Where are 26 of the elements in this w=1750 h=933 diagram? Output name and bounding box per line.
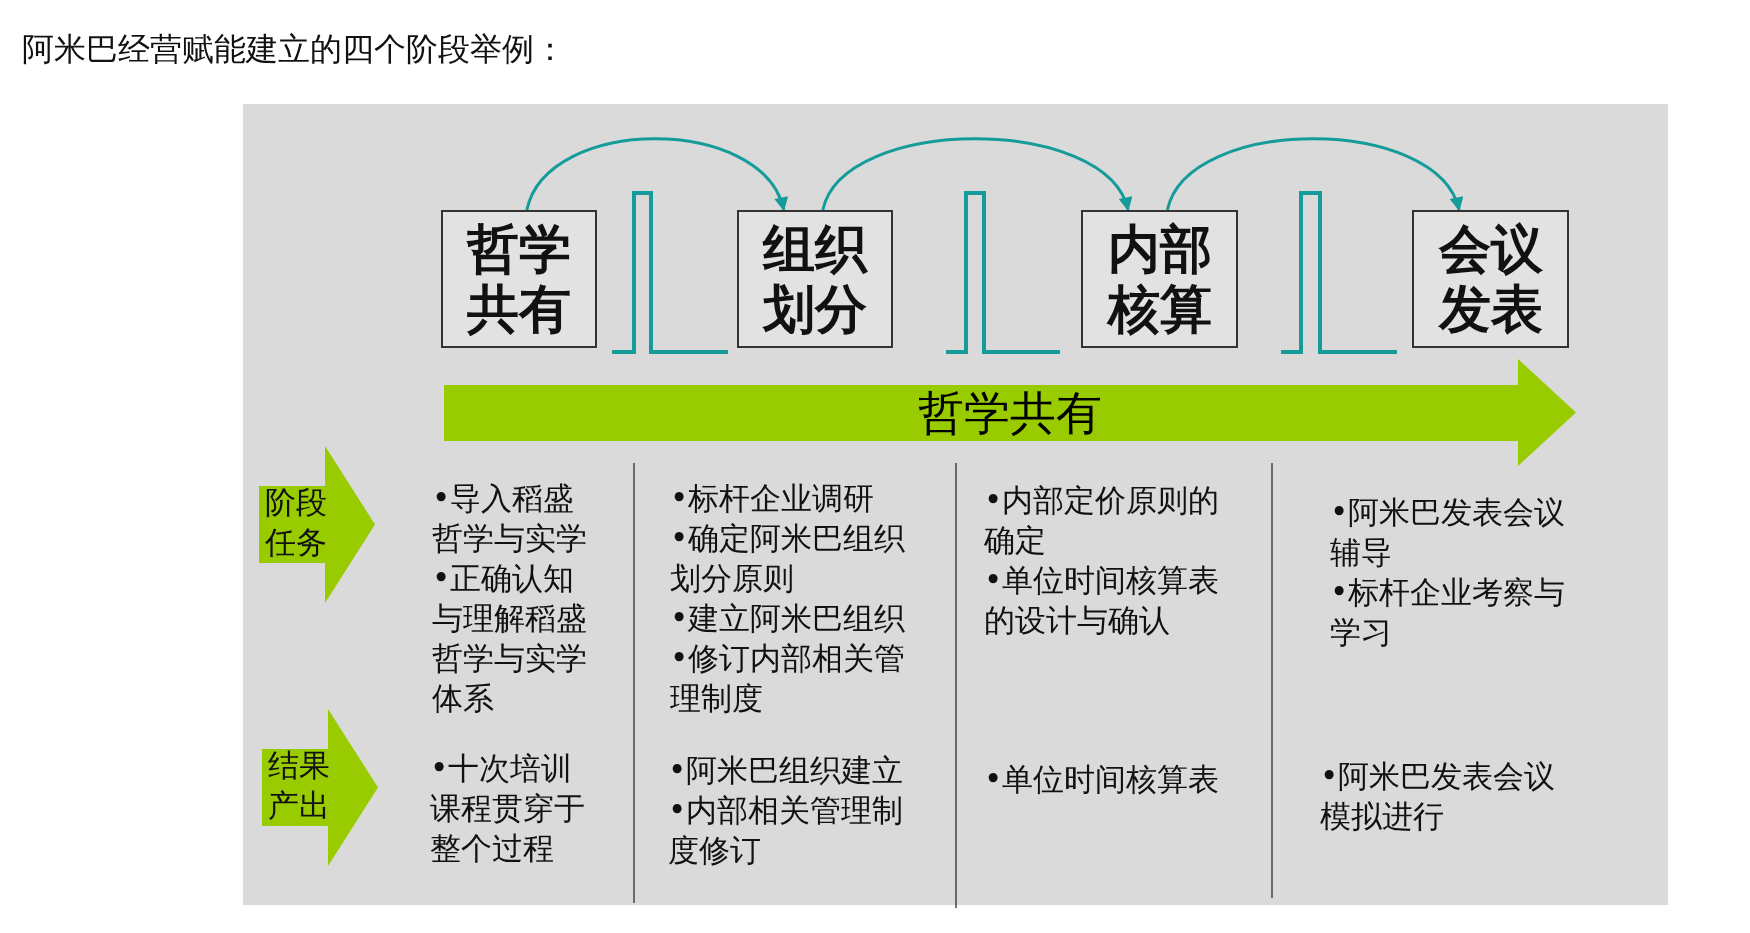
banner-arrow: 哲学共有 bbox=[444, 359, 1576, 466]
row-arrow: 阶段任务 bbox=[259, 446, 375, 603]
title: 阿米巴经营赋能建立的四个阶段举例： bbox=[22, 29, 566, 70]
bullet-item: •确定阿米巴组织划分原则 bbox=[670, 519, 907, 598]
bullet-item: •单位时间核算表的设计与确认 bbox=[984, 561, 1221, 640]
stage-box: 内部核算 bbox=[1081, 210, 1238, 348]
bullet-item: •单位时间核算表 bbox=[984, 760, 1221, 799]
row-arrow: 结果产出 bbox=[262, 709, 378, 866]
bullet-item: •修订内部相关管理制度 bbox=[670, 639, 907, 718]
bullet-item: •标杆企业考察与学习 bbox=[1330, 573, 1567, 652]
stage-box: 组织划分 bbox=[737, 210, 893, 348]
bullet-item: •导入稻盛哲学与实学 bbox=[432, 479, 588, 558]
stage-box: 哲学共有 bbox=[441, 210, 597, 348]
bullet-item: •阿米巴发表会议模拟进行 bbox=[1320, 757, 1557, 836]
bullet-item: •阿米巴发表会议辅导 bbox=[1330, 493, 1567, 572]
bullet-item: •内部相关管理制度修订 bbox=[668, 791, 905, 870]
stage-box: 会议发表 bbox=[1412, 210, 1569, 348]
arrow bbox=[1165, 137, 1461, 212]
arrow bbox=[525, 137, 786, 212]
bullet-item: •正确认知与理解稻盛哲学与实学体系 bbox=[432, 559, 588, 718]
bullet-item: •内部定价原则的确定 bbox=[984, 481, 1221, 560]
bullet-item: •建立阿米巴组织 bbox=[670, 599, 907, 638]
arrow bbox=[821, 137, 1130, 212]
bullet-item: •十次培训课程贯穿于整个过程 bbox=[430, 749, 586, 868]
bullet-item: •标杆企业调研 bbox=[670, 479, 876, 518]
bullet-item: •阿米巴组织建立 bbox=[668, 751, 905, 790]
